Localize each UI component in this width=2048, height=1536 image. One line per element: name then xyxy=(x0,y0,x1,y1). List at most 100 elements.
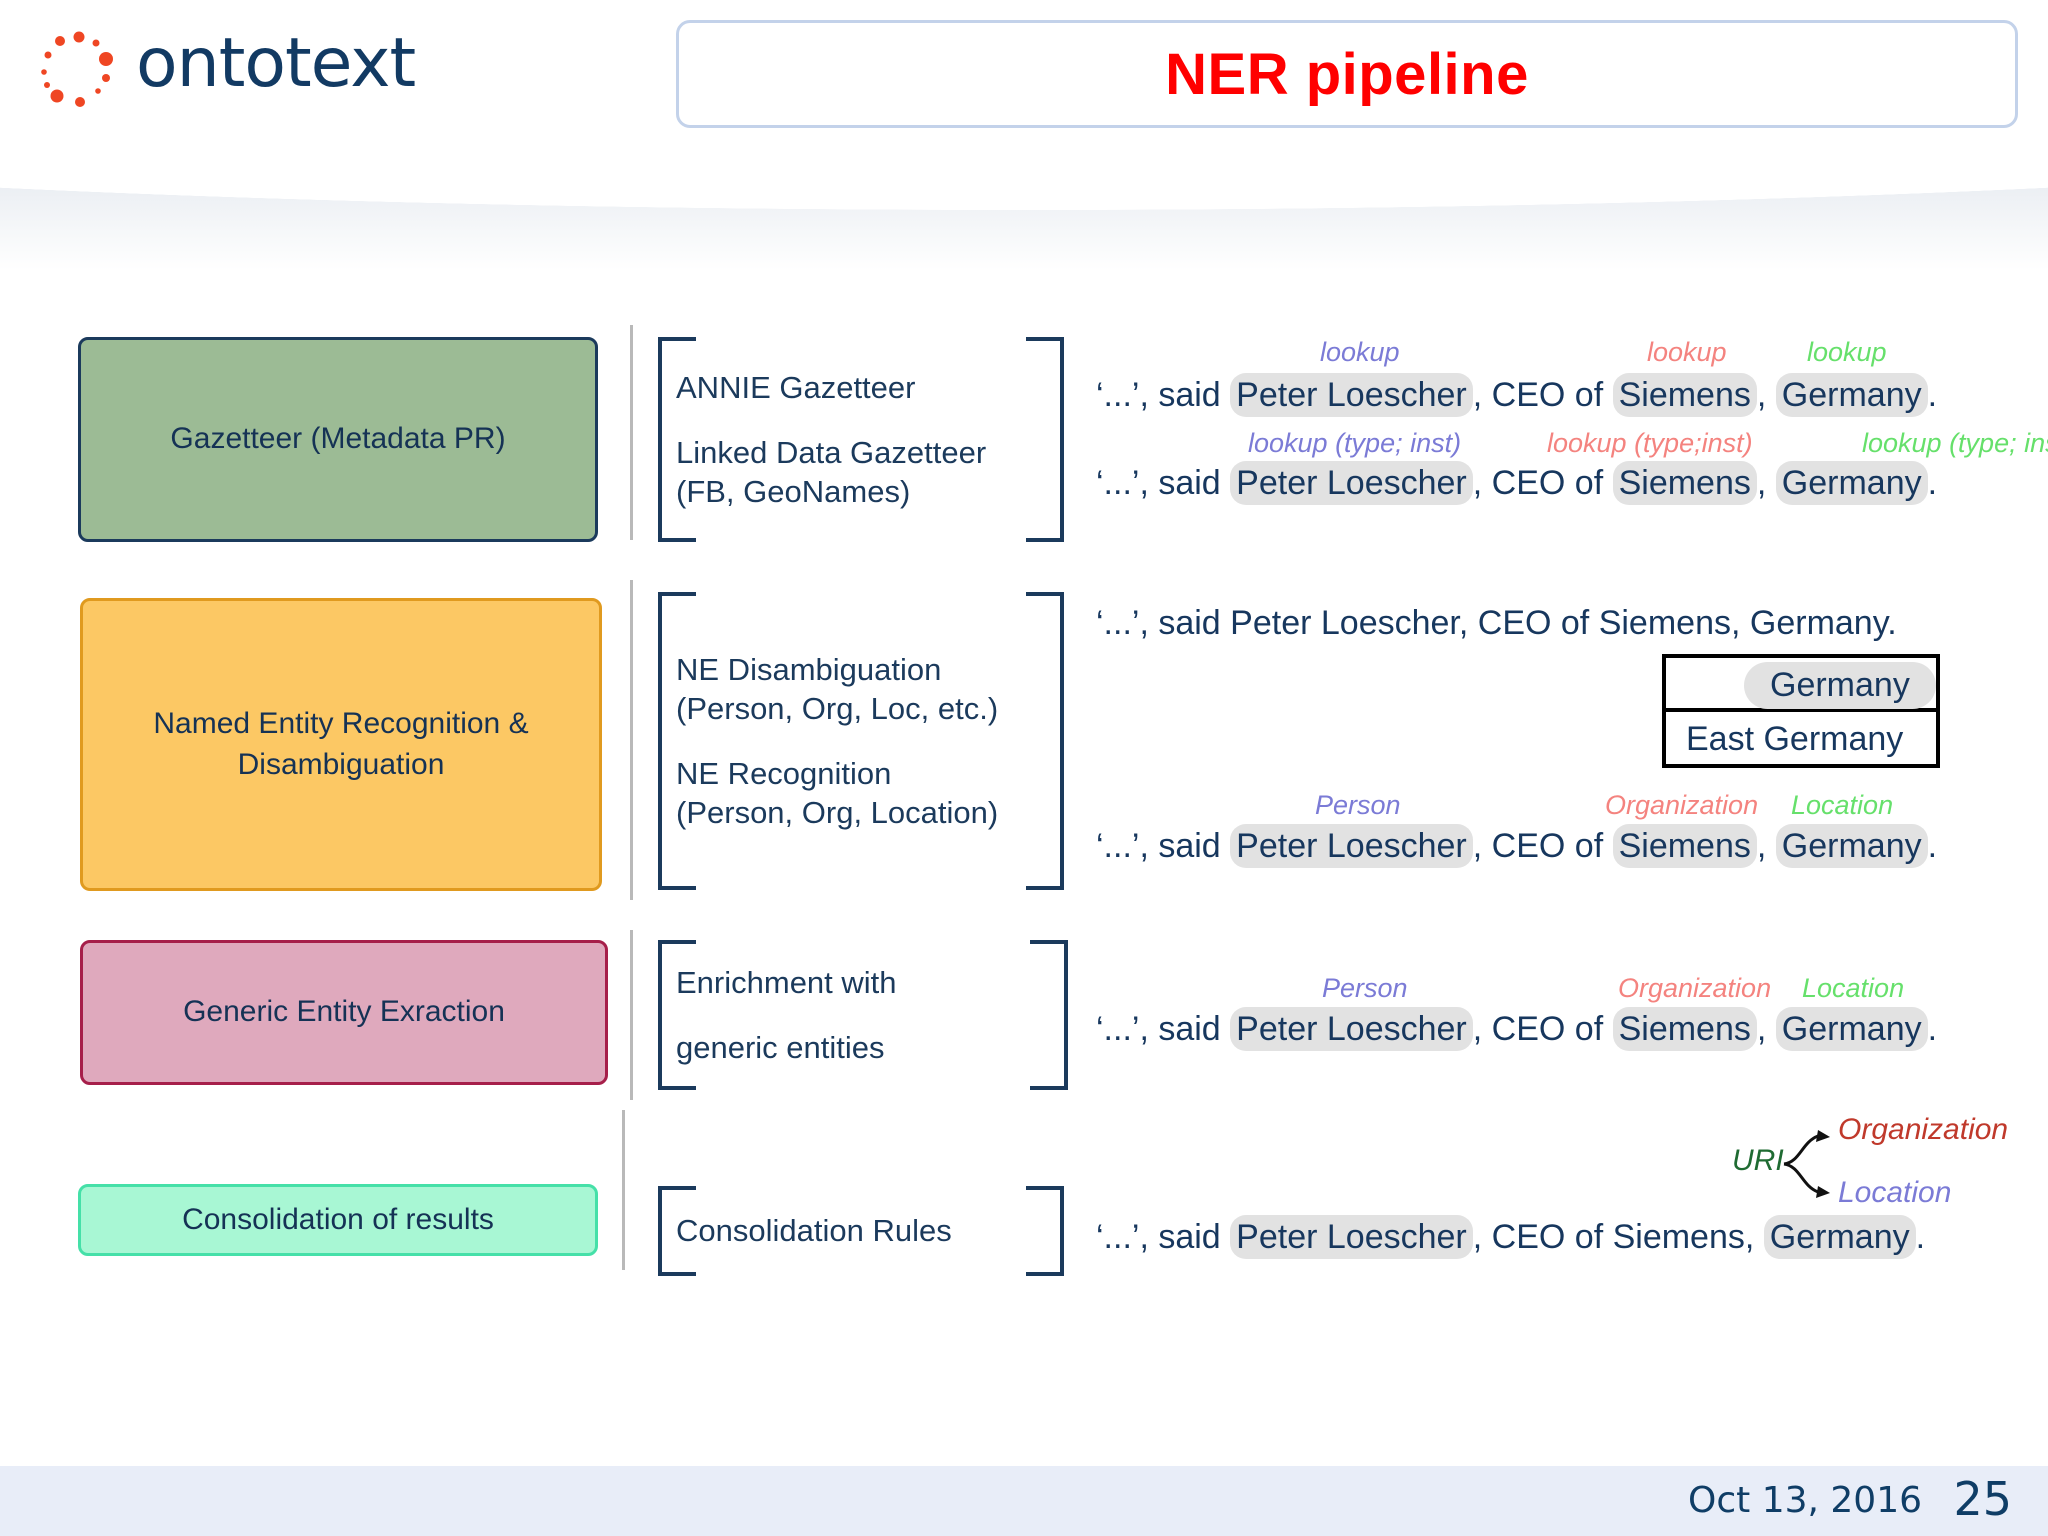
sentence-mid: , CEO of xyxy=(1472,464,1613,502)
tag-lookup-person-1: lookup xyxy=(1320,337,1400,367)
example-sentence-3-plain: ‘...’, said Peter Loescher, CEO of Sieme… xyxy=(1096,604,1897,643)
stage-detail-bracket-ner: NE Disambiguation (Person, Org, Loc, etc… xyxy=(658,591,1064,891)
uri-target-organization: Organization xyxy=(1838,1113,2009,1146)
sentence-mid: , CEO of xyxy=(1472,376,1613,414)
slide-title-box: NER pipeline xyxy=(676,20,2018,128)
row-divider-1 xyxy=(630,325,633,540)
tag-organization-2: Organization xyxy=(1605,790,1759,820)
stage-box-consolidation-label: Consolidation of results xyxy=(182,1202,494,1236)
entity-location: Germany xyxy=(1775,373,1928,417)
entity-person: Peter Loescher xyxy=(1230,461,1473,505)
entity-organization: Siemens xyxy=(1612,1007,1757,1051)
stage-box-generic-entity-extraction-label: Generic Entity Exraction xyxy=(183,995,505,1029)
sentence-period: . xyxy=(1927,464,1938,502)
sentence-open: ‘...’, said xyxy=(1096,1010,1231,1048)
slide-footer: Oct 13, 2016 25 xyxy=(0,1466,2048,1536)
sentence-period: . xyxy=(1915,1218,1926,1256)
uri-target-location: Location xyxy=(1838,1176,1952,1209)
row-divider-3 xyxy=(630,930,633,1100)
sentence-open: ‘...’, said xyxy=(1096,1218,1231,1256)
sentence-mid: , CEO of xyxy=(1472,1218,1613,1256)
entity-organization: Siemens xyxy=(1612,824,1757,868)
example-sentence-1: ‘...’, said Peter Loescher, CEO of Sieme… xyxy=(1096,373,1938,417)
sentence-comma: , xyxy=(1730,604,1750,642)
stage-detail-bracket-generic: Enrichment with generic entities xyxy=(658,939,1068,1091)
stage-box-ner-disambiguation-label: Named Entity Recognition & Disambiguatio… xyxy=(153,707,529,781)
tag-lookup-loc-1: lookup xyxy=(1807,337,1887,367)
stage-box-generic-entity-extraction[interactable]: Generic Entity Exraction xyxy=(80,940,608,1085)
detail-consolidation-rules: Consolidation Rules xyxy=(676,1213,952,1249)
sentence-period: . xyxy=(1927,827,1938,865)
entity-person: Peter Loescher xyxy=(1230,373,1473,417)
tag-lookup-typeinst-person-1: lookup (type; inst) xyxy=(1248,428,1462,458)
detail-annie-gazetteer: ANNIE Gazetteer xyxy=(676,369,916,405)
ontotext-logo: ontotext xyxy=(36,22,506,118)
sentence-comma: , xyxy=(1756,376,1776,414)
entity-person: Peter Loescher xyxy=(1230,604,1459,642)
entity-person: Peter Loescher xyxy=(1230,824,1473,868)
entity-organization: Siemens xyxy=(1612,461,1757,505)
stage-detail-bracket-consolidation: Consolidation Rules xyxy=(658,1185,1064,1277)
stage-box-consolidation[interactable]: Consolidation of results xyxy=(78,1184,598,1256)
logo-wordmark: ontotext xyxy=(136,24,416,103)
sentence-comma: , xyxy=(1756,464,1776,502)
detail-enrichment-with: Enrichment with xyxy=(676,964,897,1000)
stage-box-gazetteer-label: Gazetteer (Metadata PR) xyxy=(170,422,506,456)
stage-box-ner-disambiguation[interactable]: Named Entity Recognition & Disambiguatio… xyxy=(80,598,602,891)
detail-ne-disambiguation: NE Disambiguation xyxy=(676,651,942,687)
sentence-mid: , CEO of xyxy=(1472,827,1613,865)
detail-linked-data-gazetteer: Linked Data Gazetteer xyxy=(676,434,987,470)
example-sentence-6: ‘...’, said Peter Loescher, CEO of Sieme… xyxy=(1096,1215,1926,1259)
example-sentence-5: ‘...’, said Peter Loescher, CEO of Sieme… xyxy=(1096,1007,1938,1051)
page-title: NER pipeline xyxy=(1165,41,1529,107)
sentence-open: ‘...’, said xyxy=(1096,604,1231,642)
sentence-comma: , xyxy=(1744,1218,1764,1256)
entity-location: Germany xyxy=(1775,1007,1928,1051)
sentence-mid: , CEO of xyxy=(1458,604,1599,642)
tag-lookup-typeinst-loc-1: lookup (type; inst) xyxy=(1862,428,2048,458)
germany-table-row-1-highlight: Germany xyxy=(1744,662,1936,709)
tag-lookup-typeinst-org-1: lookup (type;inst) xyxy=(1547,428,1753,458)
footer-date: Oct 13, 2016 xyxy=(1688,1480,1922,1521)
detail-ne-recognition-types: (Person, Org, Location) xyxy=(676,795,999,831)
sentence-mid: , CEO of xyxy=(1472,1010,1613,1048)
detail-ne-recognition: NE Recognition xyxy=(676,756,892,791)
detail-ne-disambiguation-types: (Person, Org, Loc, etc.) xyxy=(676,690,999,726)
stage-detail-bracket-gazetteer: ANNIE Gazetteer Linked Data Gazetteer (F… xyxy=(658,336,1064,543)
sentence-open: ‘...’, said xyxy=(1096,827,1231,865)
sentence-period: . xyxy=(1927,1010,1938,1048)
stage-box-gazetteer[interactable]: Gazetteer (Metadata PR) xyxy=(78,337,598,542)
detail-linked-data-sources: (FB, GeoNames) xyxy=(676,474,911,510)
row-divider-4 xyxy=(622,1110,625,1270)
entity-location: Germany xyxy=(1749,604,1888,642)
uri-source-label: URI xyxy=(1732,1144,1784,1177)
entity-location: Germany xyxy=(1775,824,1928,868)
row-divider-2 xyxy=(630,580,633,900)
germany-table-row-1[interactable] xyxy=(1666,658,1936,712)
entity-person: Peter Loescher xyxy=(1230,1007,1473,1051)
sentence-period: . xyxy=(1887,604,1897,642)
germany-disambiguation-table[interactable]: East Germany Germany xyxy=(1662,654,1940,768)
tag-lookup-org-1: lookup xyxy=(1647,337,1727,367)
example-sentence-2: ‘...’, said Peter Loescher, CEO of Sieme… xyxy=(1096,461,1938,505)
entity-organization: Siemens xyxy=(1598,604,1731,642)
sentence-open: ‘...’, said xyxy=(1096,376,1231,414)
entity-organization: Siemens xyxy=(1612,373,1757,417)
entity-location: Germany xyxy=(1763,1215,1916,1259)
sentence-open: ‘...’, said xyxy=(1096,464,1231,502)
slide-header: ontotext NER pipeline xyxy=(0,0,2048,170)
tag-person-3: Person xyxy=(1322,973,1408,1003)
tag-location-3: Location xyxy=(1802,973,1905,1003)
ontotext-dotted-circle-logo xyxy=(41,31,113,107)
sentence-period: . xyxy=(1927,376,1938,414)
entity-person: Peter Loescher xyxy=(1230,1215,1473,1259)
germany-table-row-2-label: East Germany xyxy=(1686,719,1904,758)
sentence-comma: , xyxy=(1756,827,1776,865)
germany-table-row-2[interactable]: East Germany xyxy=(1666,712,1936,766)
sentence-comma: , xyxy=(1756,1010,1776,1048)
example-sentence-4: ‘...’, said Peter Loescher, CEO of Sieme… xyxy=(1096,824,1938,868)
entity-organization: Siemens xyxy=(1612,1218,1745,1256)
entity-location: Germany xyxy=(1775,461,1928,505)
tag-location-2: Location xyxy=(1791,790,1894,820)
detail-generic-entities: generic entities xyxy=(676,1030,885,1065)
